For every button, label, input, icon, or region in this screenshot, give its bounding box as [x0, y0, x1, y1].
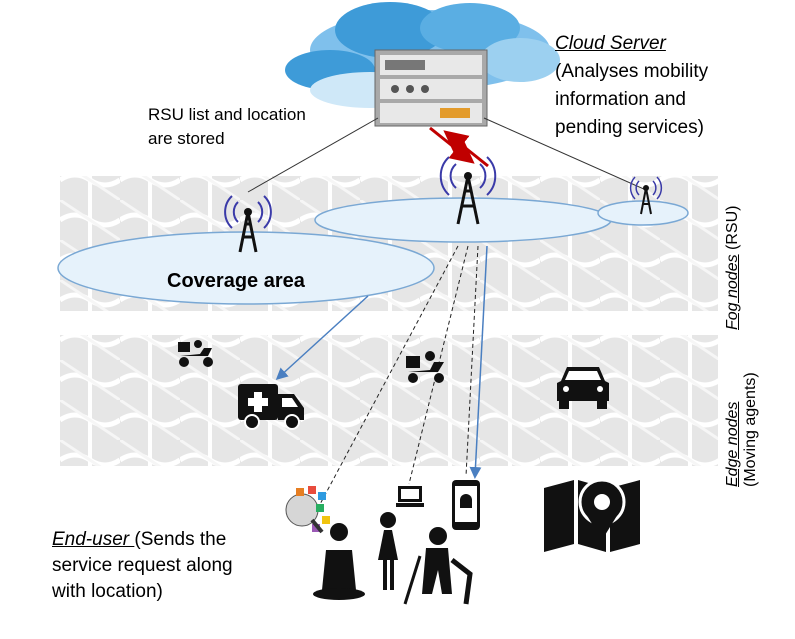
end-user-line-3: with location): [52, 581, 163, 602]
end-user-line-2: service request along: [52, 555, 233, 576]
laptop-icon: [396, 486, 424, 507]
apps-icon: [285, 486, 330, 534]
coverage-area-label: Coverage area: [167, 270, 305, 292]
cloud-server-desc-3: pending services): [555, 117, 704, 138]
map-pin-icon: [544, 478, 640, 552]
download-arrow: [443, 130, 489, 168]
scooter-icon: [178, 340, 213, 367]
car-icon: [557, 367, 609, 409]
ambulance-icon: [238, 384, 304, 430]
upload-arrow: [429, 126, 475, 164]
rsu-note-line-2: are stored: [148, 129, 225, 148]
edge-layer-suffix: (Moving agents): [742, 372, 759, 487]
antenna-tower-icon: [439, 156, 497, 225]
link-to-ambulance: [275, 295, 369, 381]
fog-layer-suffix: (RSU): [724, 205, 741, 255]
people-icon: [313, 512, 473, 605]
server-rack-icon: [374, 49, 488, 127]
cloud-server-label: Cloud Server (Analyses mobility informat…: [555, 30, 708, 142]
smartphone-icon: [452, 480, 480, 530]
edge-layer-title: Edge nodes: [724, 401, 741, 487]
cloud-links: [247, 117, 647, 193]
cloud-server-title: Cloud Server: [555, 33, 666, 54]
fog-layer-title: Fog nodes: [724, 254, 741, 330]
cloud-server-desc-2: information and: [555, 89, 686, 110]
link-to-smartphone: [469, 245, 488, 479]
scooter-icon: [406, 351, 444, 383]
rsu-note-line-1: RSU list and location: [148, 105, 306, 124]
end-user-line-1: (Sends the: [134, 529, 227, 550]
fog-layer-label: Fog nodes (RSU): [724, 206, 742, 331]
end-user-title: End-user: [52, 529, 135, 550]
end-user-label: End-user (Sends the service request alon…: [52, 527, 233, 605]
cloud-server-desc-1: (Analyses mobility: [555, 61, 709, 82]
antenna-tower-icon: [629, 176, 663, 215]
edge-road-layer: [60, 335, 718, 466]
rsu-note: RSU list and location are stored: [148, 103, 306, 151]
edge-layer-label: Edge nodes (Moving agents): [724, 372, 760, 487]
antenna-tower-icon: [224, 195, 272, 253]
